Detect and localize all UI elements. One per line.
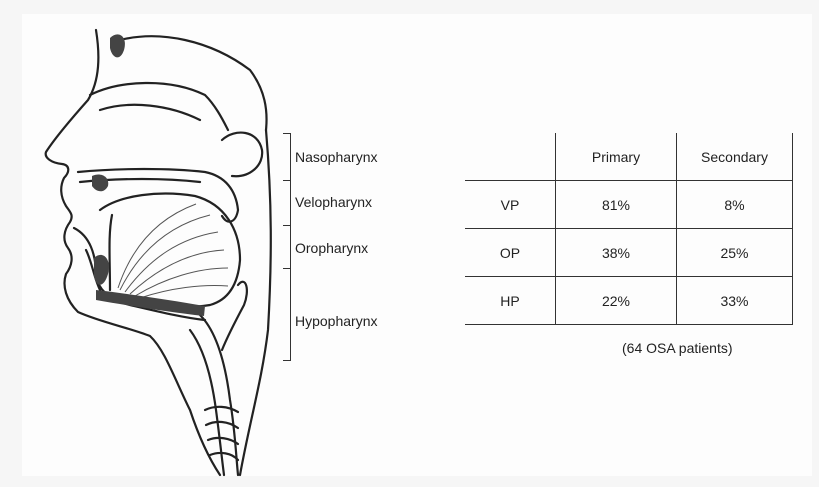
cell-secondary: 33% (677, 277, 793, 325)
bracket-tick (283, 133, 291, 134)
table-header-primary: Primary (556, 133, 677, 181)
table-header-empty (465, 133, 556, 181)
face-profile (46, 30, 220, 475)
label-velopharynx: Velopharynx (295, 194, 372, 210)
table-row: OP 38% 25% (465, 229, 793, 277)
table-row: VP 81% 8% (465, 181, 793, 229)
obstruction-table: Primary Secondary VP 81% 8% OP 38% 25% H… (465, 133, 793, 325)
cell-secondary: 8% (677, 181, 793, 229)
cell-primary: 22% (556, 277, 677, 325)
bracket-tick (283, 180, 291, 181)
row-label: OP (465, 229, 556, 277)
table-header-secondary: Secondary (677, 133, 793, 181)
cell-secondary: 25% (677, 229, 793, 277)
table-header-row: Primary Secondary (465, 133, 793, 181)
pharynx-bracket (284, 133, 291, 361)
label-hypopharynx: Hypopharynx (295, 313, 378, 329)
cell-primary: 81% (556, 181, 677, 229)
bracket-tick (283, 225, 291, 226)
row-label: VP (465, 181, 556, 229)
label-nasopharynx: Nasopharynx (295, 149, 378, 165)
epiglottis (222, 282, 247, 350)
bracket-tick (283, 268, 291, 269)
row-label: HP (465, 277, 556, 325)
table-row: HP 22% 33% (465, 277, 793, 325)
footnote: (64 OSA patients) (622, 340, 733, 356)
label-oropharynx: Oropharynx (295, 240, 368, 256)
bracket-tick (283, 360, 291, 361)
cell-primary: 38% (556, 229, 677, 277)
